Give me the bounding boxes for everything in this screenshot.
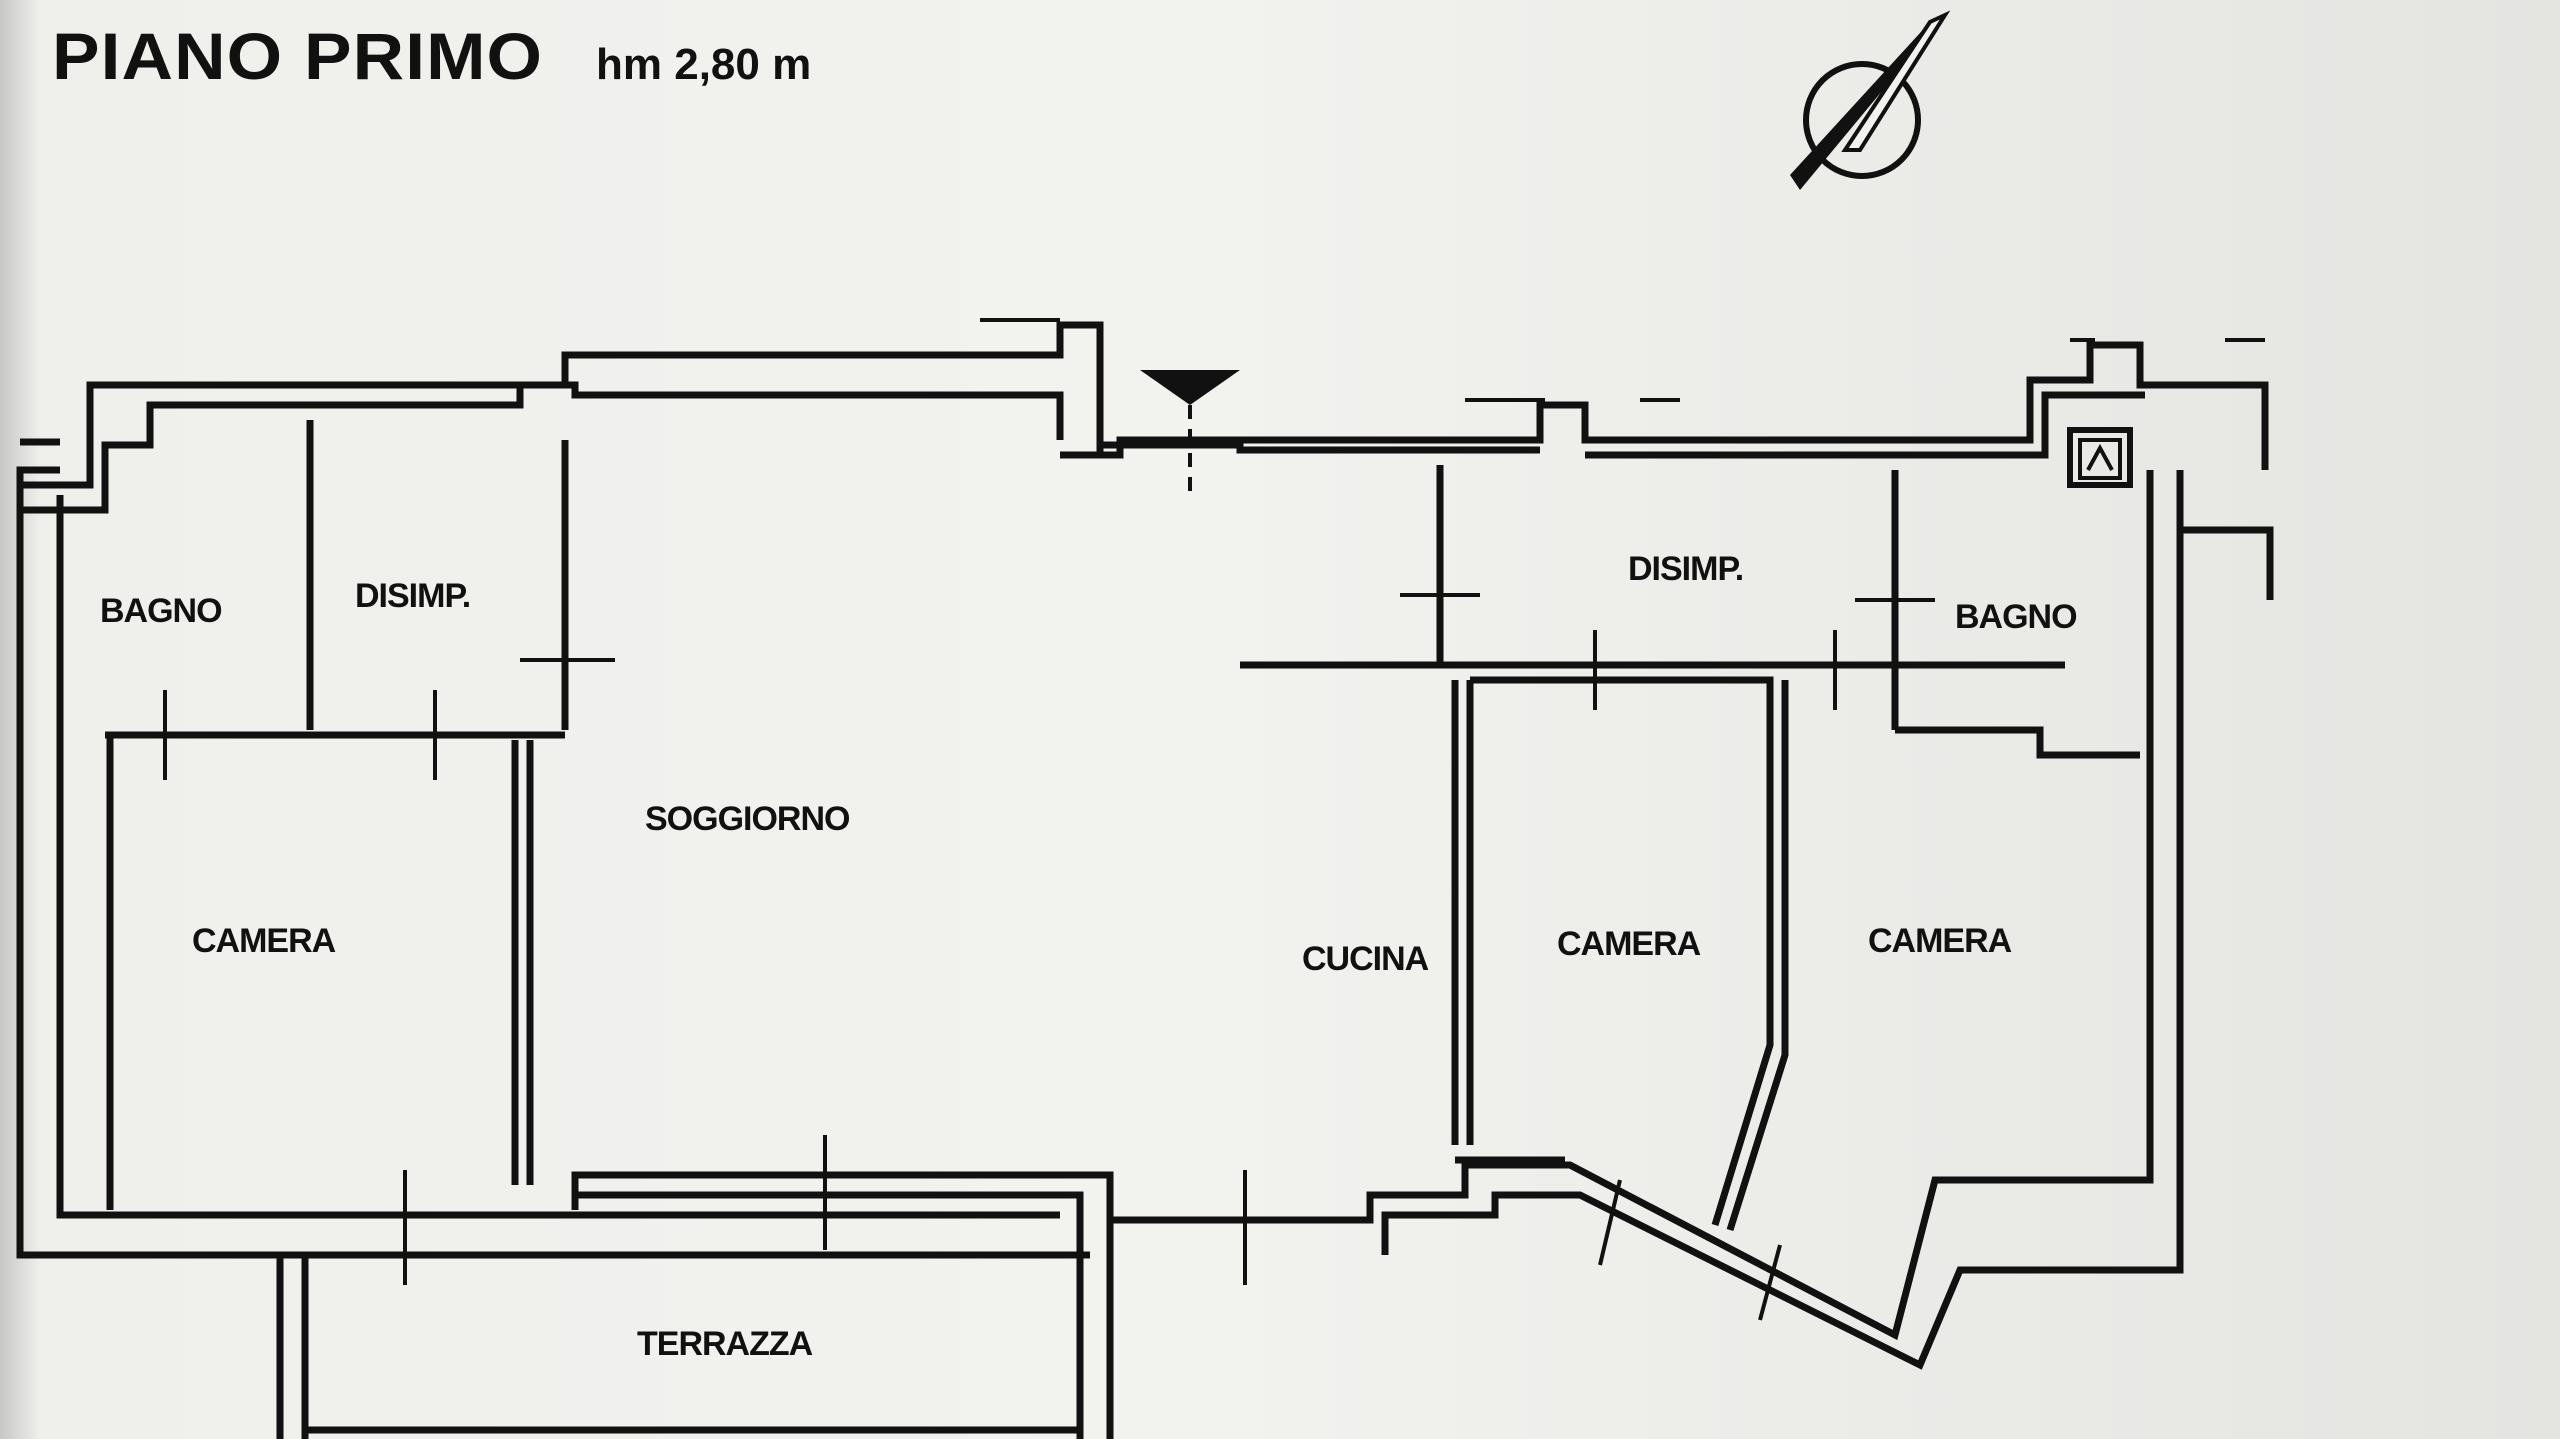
interior-walls: [105, 420, 2140, 1232]
room-label-camera-right: CAMERA: [1868, 922, 2012, 960]
floor-height-label: hm 2,80 m: [596, 40, 812, 89]
opening-marks: [163, 318, 2265, 1321]
floor-title: PIANO PRIMO: [52, 19, 544, 93]
room-label-disimpegno-right: DISIMP.: [1628, 550, 1744, 588]
room-label-soggiorno: SOGGIORNO: [645, 800, 850, 838]
room-label-disimpegno-left: DISIMP.: [355, 577, 471, 615]
entrance-triangle-icon: [1140, 370, 1240, 495]
room-label-bagno-right: BAGNO: [1955, 598, 2078, 636]
room-label-bagno-left: BAGNO: [100, 592, 223, 630]
north-arrow-icon: [1790, 10, 1951, 190]
room-label-camera-center: CAMERA: [1557, 925, 1701, 963]
room-label-cucina: CUCINA: [1302, 940, 1429, 978]
exterior-walls: [16, 321, 2274, 1439]
room-label-terrazza: TERRAZZA: [637, 1325, 813, 1363]
flue-box-icon: [2067, 427, 2133, 488]
room-label-camera-left: CAMERA: [192, 922, 336, 960]
